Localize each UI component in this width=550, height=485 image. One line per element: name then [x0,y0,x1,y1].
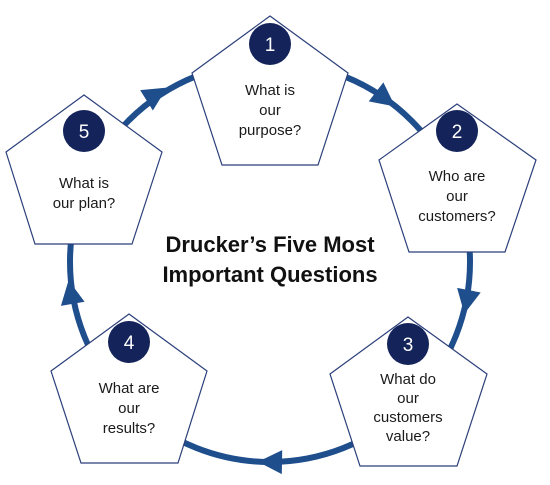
node-label-line-1: Who are [429,168,486,185]
pentagon-shape [191,15,349,166]
number-badge [436,110,478,152]
node-label-line-2: our plan? [53,195,116,212]
pentagon-shape [329,316,488,467]
node-label-line-3: customers [373,409,442,426]
node-label-line-2: our [259,102,281,119]
node-number: 4 [124,333,135,354]
node-label-line-2: our [446,188,468,205]
node-1: 1 What is our purpose? [191,15,349,166]
node-3: 3 What do our customers value? [329,316,488,467]
arrow-icon [368,82,396,107]
node-number: 3 [403,335,414,356]
node-label-line-1: What are [99,380,160,397]
diagram-title-line-1: Drucker’s Five Most [165,232,375,257]
number-badge [387,323,429,365]
node-label-line-3: purpose? [239,122,302,139]
node-label-line-1: What is [59,175,109,192]
arrow-icon [258,450,283,475]
number-badge [63,110,105,152]
number-badge [108,321,150,363]
node-label-line-2: our [397,390,419,407]
pentagon-shape [378,103,537,253]
node-label-line-1: What is [245,82,295,99]
diagram-title-line-2: Important Questions [162,262,377,287]
pentagon-shape [50,313,208,464]
arrow-icon [140,87,167,111]
number-badge [249,23,291,65]
node-number: 1 [265,35,276,56]
node-label-line-2: our [118,400,140,417]
arrow-icon [60,280,85,306]
node-4: 4 What are our results? [50,313,208,464]
arrow-icon [457,287,481,314]
node-number: 5 [79,122,90,143]
node-label-line-3: results? [103,420,156,437]
pentagon-shape [5,94,163,245]
cycle-arrows [60,82,481,475]
node-number: 2 [452,122,463,143]
node-label-line-1: What do [380,371,436,388]
node-5: 5 What is our plan? [5,94,163,245]
node-label-line-3: customers? [418,208,496,225]
node-2: 2 Who are our customers? [378,103,537,253]
node-label-line-4: value? [386,428,430,445]
